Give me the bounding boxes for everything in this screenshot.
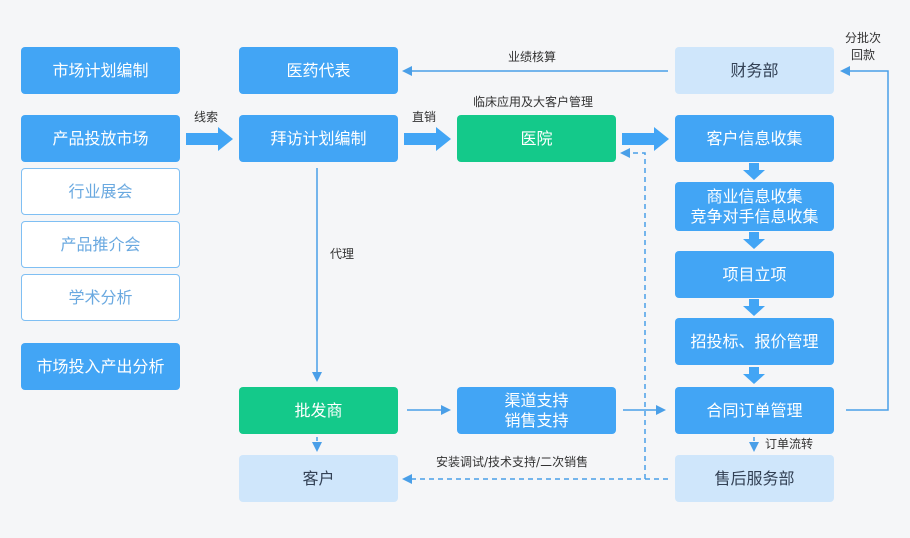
business-info-box[interactable]: 商业信息收集 竞争对手信息收集 xyxy=(675,182,834,231)
block-arrow-down-1 xyxy=(743,163,765,180)
channel-sales-support-box[interactable]: 渠道支持 销售支持 xyxy=(457,387,616,434)
arrow-aftersales-to-hospital xyxy=(620,148,646,479)
product-launch-box[interactable]: 产品投放市场 xyxy=(21,115,180,162)
project-box[interactable]: 项目立项 xyxy=(675,251,834,298)
market-plan-box[interactable]: 市场计划编制 xyxy=(21,47,180,94)
install-support-label: 安装调试/技术支持/二次销售 xyxy=(436,455,589,469)
direct-sales-label: 直销 xyxy=(412,110,437,124)
arrow-contract-to-finance xyxy=(840,66,889,411)
leads-label: 线索 xyxy=(194,110,219,124)
customer-box[interactable]: 客户 xyxy=(239,455,398,502)
academic-analysis-box[interactable]: 学术分析 xyxy=(21,274,180,321)
block-arrow-leads xyxy=(186,127,233,151)
block-arrow-down-4 xyxy=(743,367,765,384)
block-arrow-hospital-to-info xyxy=(622,127,669,151)
roi-analysis-box[interactable]: 市场投入产出分析 xyxy=(21,343,180,390)
visit-plan-box[interactable]: 拜访计划编制 xyxy=(239,115,398,162)
order-flow-label: 订单流转 xyxy=(765,437,814,451)
hospital-box[interactable]: 医院 xyxy=(457,115,616,162)
industry-expo-box[interactable]: 行业展会 xyxy=(21,168,180,215)
contract-box[interactable]: 合同订单管理 xyxy=(675,387,834,434)
wholesaler-box[interactable]: 批发商 xyxy=(239,387,398,434)
block-arrow-down-2 xyxy=(743,232,765,249)
block-arrow-down-3 xyxy=(743,299,765,316)
customer-info-box[interactable]: 客户信息收集 xyxy=(675,115,834,162)
product-promo-box[interactable]: 产品推介会 xyxy=(21,221,180,268)
performance-label: 业绩核算 xyxy=(508,50,557,64)
installments-label: 分批次 回款 xyxy=(845,31,882,62)
after-sales-box[interactable]: 售后服务部 xyxy=(675,455,834,502)
block-arrow-direct-sales xyxy=(404,127,451,151)
pharma-rep-box[interactable]: 医药代表 xyxy=(239,47,398,94)
agency-label: 代理 xyxy=(330,247,355,261)
finance-dept-box[interactable]: 财务部 xyxy=(675,47,834,94)
bidding-box[interactable]: 招投标、报价管理 xyxy=(675,318,834,365)
clinical-label: 临床应用及大客户管理 xyxy=(473,95,594,109)
